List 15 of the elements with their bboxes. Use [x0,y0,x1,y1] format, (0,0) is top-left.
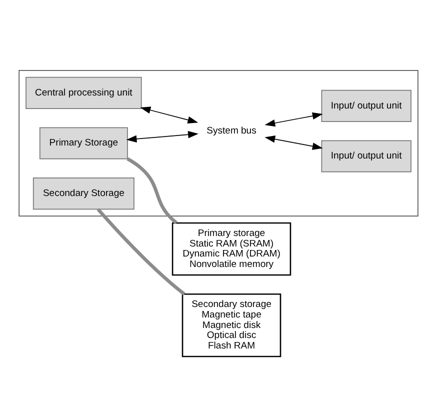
node-box: Input/ output unit [321,89,412,122]
node-box: Input/ output unit [321,140,412,172]
node-box: Secondary storage Magnetic tape Magnetic disk Optical disc Flash RAM [182,292,282,357]
node-box: Primary Storage [39,126,128,159]
arrow [264,135,323,150]
arrow [140,106,198,124]
cluster [18,69,418,216]
arrow [264,112,323,126]
node-box: Central processing unit [26,76,142,108]
connector [126,156,178,224]
node-box: Secondary Storage [32,176,134,210]
node-box: Primary storage Static RAM (SRAM) Dynamic RAM (DRAM) Nonvolatile memory [172,222,292,276]
node-text: System bus [206,125,256,136]
connector [96,208,186,295]
arrow [126,130,198,142]
